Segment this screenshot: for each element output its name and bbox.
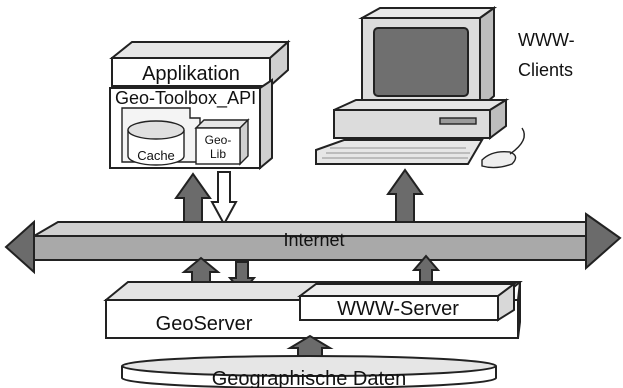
internet-arrowhead-right bbox=[585, 212, 622, 271]
mouse-cable bbox=[509, 127, 525, 155]
wwwserver-side bbox=[497, 282, 515, 322]
arrow-down-from-geolib bbox=[210, 171, 238, 227]
monitor-screen bbox=[373, 27, 469, 97]
application-box-top bbox=[109, 41, 291, 59]
www-client-computer: WWW- Clients bbox=[315, 6, 575, 169]
clients-label-line2: Clients bbox=[518, 60, 573, 80]
geolib-box: Geo- Lib bbox=[194, 118, 250, 166]
monitor-top bbox=[358, 7, 498, 19]
keyboard-keys bbox=[322, 147, 470, 159]
geolib-front bbox=[195, 127, 241, 165]
application-box bbox=[111, 57, 271, 87]
wwwserver-top bbox=[297, 283, 517, 297]
geoserver-side bbox=[517, 281, 521, 339]
geoserver-label: GeoServer bbox=[156, 313, 253, 335]
monitor-side bbox=[479, 6, 495, 111]
cpu-top bbox=[333, 99, 510, 111]
wwwserver-box bbox=[299, 295, 499, 321]
cache-top bbox=[127, 120, 185, 140]
application-stack: Applikation Geo-Toolbox_API Cache Geo- L… bbox=[109, 39, 291, 171]
internet-arrowhead-left bbox=[4, 219, 35, 275]
app-internet-arrows bbox=[174, 171, 238, 227]
mouse bbox=[481, 150, 517, 169]
keyboard bbox=[315, 139, 484, 165]
cache-body bbox=[127, 130, 185, 166]
geolib-label-line2: Lib bbox=[210, 147, 226, 161]
internet-band: Internet bbox=[4, 212, 622, 275]
geolib-top bbox=[194, 119, 250, 129]
arrow-up-to-application bbox=[174, 172, 212, 227]
internet-label: Internet bbox=[283, 230, 344, 250]
geodata-cylinder: Geographische Daten bbox=[121, 355, 497, 388]
cache-label: Cache bbox=[137, 148, 175, 163]
geolib-label-line1: Geo- bbox=[205, 133, 232, 147]
geodata-top bbox=[121, 355, 497, 377]
arrow-up-to-clients bbox=[386, 168, 424, 223]
application-label: Applikation bbox=[142, 63, 240, 85]
toolbox-frame-side bbox=[259, 78, 273, 171]
toolbox-api-label: Geo-Toolbox_API bbox=[115, 88, 256, 109]
geodata-label: Geographische Daten bbox=[212, 368, 407, 388]
server-tier: GeoServer WWW-Server bbox=[103, 281, 523, 339]
cache-cylinder: Cache bbox=[127, 120, 185, 166]
clients-label-line1: WWW- bbox=[518, 30, 575, 50]
geolib-side bbox=[239, 118, 249, 166]
floppy-slot bbox=[439, 117, 477, 125]
wwwserver-label: WWW-Server bbox=[337, 298, 459, 320]
